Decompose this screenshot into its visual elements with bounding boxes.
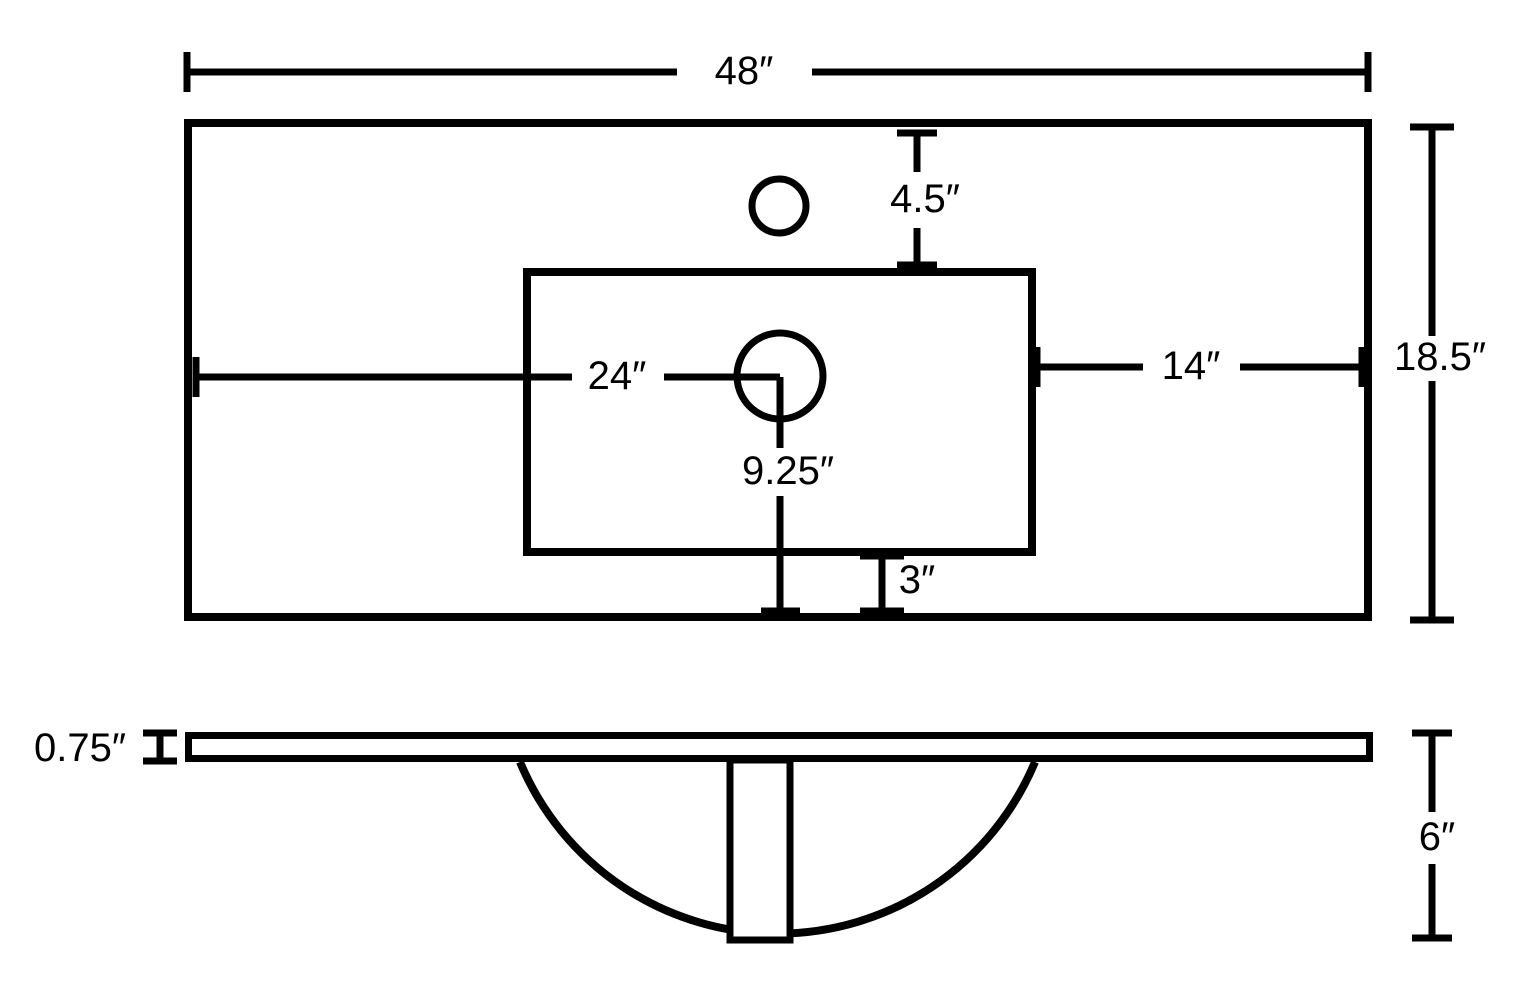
countertop-slab: [185, 732, 1373, 762]
dim-basin-front-gap: 3″: [860, 552, 935, 615]
dim-drain-from-front-label: 9.25″: [742, 449, 834, 493]
dim-overall-width: 48″: [183, 49, 1372, 93]
dim-drain-from-front: 9.25″: [742, 377, 834, 615]
dim-overall-depth-label: 18.5″: [1394, 335, 1486, 379]
dim-overall-width-label: 48″: [715, 49, 774, 93]
top-view: 48″ 4.5″ 24″: [183, 49, 1486, 624]
dim-slab-thickness-label: 0.75″: [34, 726, 126, 770]
dim-basin-right-gap-label: 14″: [1162, 344, 1221, 388]
dim-overall-depth: 18.5″: [1394, 123, 1486, 624]
dim-drain-from-left: 24″: [192, 354, 780, 398]
dim-bowl-depth-label: 6″: [1419, 815, 1455, 859]
dim-drain-from-left-label: 24″: [588, 354, 647, 398]
countertop-outline: [184, 119, 1372, 621]
dim-basin-front-gap-label: 3″: [899, 558, 935, 602]
dim-bowl-depth: 6″: [1412, 729, 1455, 942]
drain-pipe: [726, 756, 794, 944]
dim-faucet-setback: 4.5″: [890, 129, 960, 269]
faucet-hole-circle: [748, 175, 810, 237]
dim-faucet-setback-label: 4.5″: [890, 177, 960, 221]
dim-slab-thickness: 0.75″: [34, 726, 177, 770]
front-view: 0.75″ 6″: [34, 726, 1455, 944]
dim-basin-right-gap: 14″: [1033, 344, 1366, 388]
